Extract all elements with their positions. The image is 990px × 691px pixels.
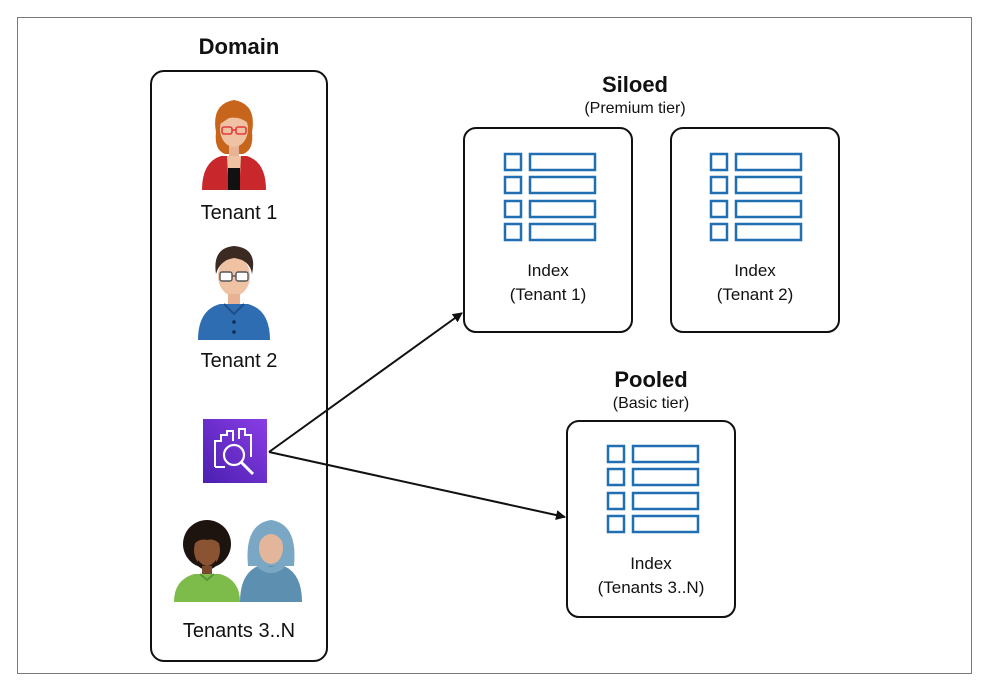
tenants-3-n-label: Tenants 3..N xyxy=(182,620,296,642)
index-table-icon xyxy=(709,152,803,242)
search-service-icon xyxy=(203,419,267,483)
index-table-icon xyxy=(606,444,700,534)
index-name: Index xyxy=(734,261,776,280)
tenant-1-person-icon xyxy=(202,100,266,190)
index-tenant: (Tenant 2) xyxy=(716,285,794,304)
domain-title: Domain xyxy=(198,34,280,59)
tenant-4-person-icon xyxy=(240,520,302,602)
arrow-to-pooled-icon xyxy=(268,451,566,520)
tenant-2-label: Tenant 2 xyxy=(200,350,278,372)
pooled-title: Pooled xyxy=(614,367,688,392)
index-name: Index xyxy=(630,554,672,573)
tenant-1-label: Tenant 1 xyxy=(200,202,278,224)
siloed-subtitle: (Premium tier) xyxy=(584,100,686,117)
index-name: Index xyxy=(527,261,569,280)
index-table-icon xyxy=(503,152,597,242)
siloed-index-tenant-2-box: Index (Tenant 2) xyxy=(670,127,840,333)
arrow-to-siloed-icon xyxy=(268,312,463,453)
index-tenant: (Tenants 3..N) xyxy=(597,578,705,597)
siloed-index-tenant-1-box: Index (Tenant 1) xyxy=(463,127,633,333)
figure-frame xyxy=(17,17,972,674)
tenant-3-person-icon xyxy=(174,520,240,602)
siloed-title: Siloed xyxy=(601,72,668,97)
pooled-subtitle: (Basic tier) xyxy=(612,395,690,412)
tenant-2-person-icon xyxy=(198,246,270,340)
index-tenant: (Tenant 1) xyxy=(509,285,587,304)
pooled-index-box: Index (Tenants 3..N) xyxy=(566,420,736,618)
